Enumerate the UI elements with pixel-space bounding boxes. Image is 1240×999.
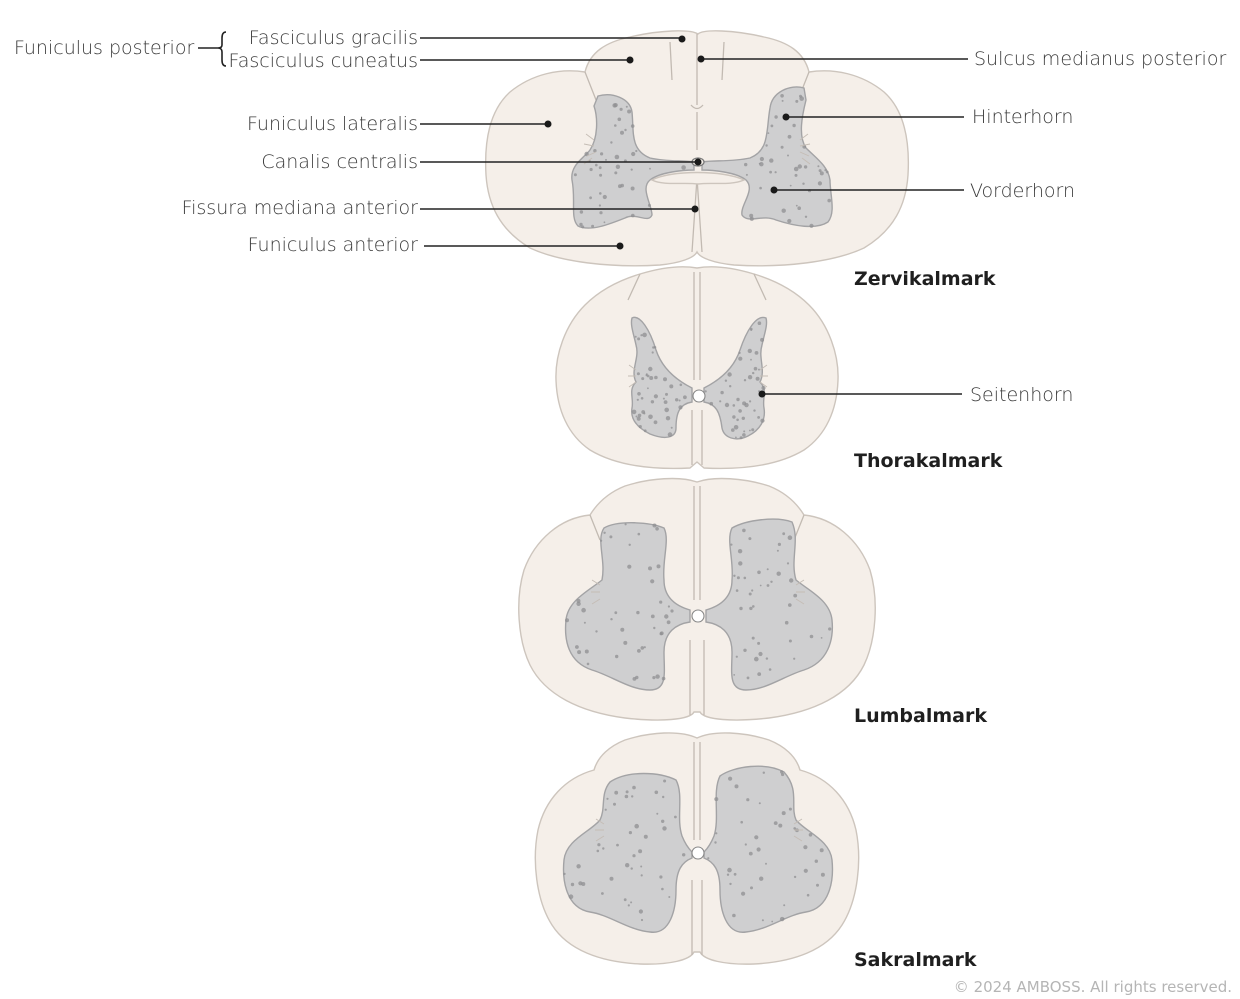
dot-fasciculus-cuneatus xyxy=(626,56,634,64)
lumbar-section xyxy=(518,477,876,721)
sacral-anterior-fissure xyxy=(691,880,703,955)
lumbar-central-canal xyxy=(691,609,705,623)
grey-matter-speckles xyxy=(744,94,831,228)
thoracic-root-fibres xyxy=(628,364,768,388)
sacral-central-canal xyxy=(691,846,705,860)
cervical-section xyxy=(484,30,910,267)
cervical-anterior-fissure xyxy=(691,177,703,253)
dot-fissura-mediana-anterior xyxy=(691,205,699,213)
section-title-sakral: Sakralmark xyxy=(854,949,977,971)
section-title-zervikal: Zervikalmark xyxy=(854,268,996,290)
sacral-root-fibres xyxy=(595,818,803,842)
label-funiculus-anterior: Funiculus anterior xyxy=(248,234,419,256)
sacral-section xyxy=(534,732,860,965)
cervical-grey-matter-right xyxy=(701,86,833,228)
dot-seitenhorn xyxy=(758,390,766,398)
lumbar-root-fibres xyxy=(591,579,805,605)
label-funiculus-lateralis: Funiculus lateralis xyxy=(247,113,418,135)
dot-fasciculus-gracilis xyxy=(678,35,686,43)
cervical-posterior-septum xyxy=(690,34,704,150)
thoracic-white-matter xyxy=(555,266,839,470)
labels: Funiculus posterior Fasciculus gracilis … xyxy=(14,27,1232,996)
label-seitenhorn: Seitenhorn xyxy=(970,384,1073,406)
thoracic-anterior-fissure xyxy=(691,410,703,465)
leader-lines xyxy=(198,31,968,398)
thoracic-posterior-septum xyxy=(693,272,701,380)
label-vorderhorn: Vorderhorn xyxy=(970,180,1075,202)
label-fasciculus-cuneatus: Fasciculus cuneatus xyxy=(229,50,418,72)
cervical-root-fibres xyxy=(583,133,811,165)
dot-sulcus-medianus-posterior xyxy=(697,55,705,63)
dot-hinterhorn xyxy=(782,113,790,121)
dot-funiculus-lateralis xyxy=(544,120,552,128)
section-title-lumbal: Lumbalmark xyxy=(854,705,987,727)
section-title-thorakal: Thorakalmark xyxy=(854,450,1003,472)
grey-matter-speckles xyxy=(707,770,825,923)
thoracic-section xyxy=(555,266,839,470)
grey-matter-speckles xyxy=(631,332,687,437)
dot-funiculus-anterior xyxy=(616,242,624,250)
thoracic-grey-matter-left xyxy=(630,316,693,439)
thoracic-posterior-lines xyxy=(627,273,767,301)
label-hinterhorn: Hinterhorn xyxy=(972,106,1073,128)
grey-matter-speckles xyxy=(565,523,674,681)
copyright-notice: © 2024 AMBOSS. All rights reserved. xyxy=(954,978,1232,996)
dot-canalis-centralis xyxy=(694,158,702,166)
thoracic-grey-matter-right xyxy=(703,316,768,440)
label-fissura-mediana-anterior: Fissura mediana anterior xyxy=(182,197,419,219)
label-funiculus-posterior: Funiculus posterior xyxy=(14,37,194,59)
sacral-posterior-septum xyxy=(693,742,701,840)
sacral-grey-matter-right xyxy=(703,765,834,933)
label-canalis-centralis: Canalis centralis xyxy=(261,151,418,173)
lumbar-grey-matter-right xyxy=(705,518,834,691)
label-fasciculus-gracilis: Fasciculus gracilis xyxy=(249,27,418,49)
funiculus-posterior-bracket xyxy=(198,31,227,67)
dot-vorderhorn xyxy=(770,186,778,194)
cervical-commissure xyxy=(650,171,746,185)
lumbar-anterior-fissure xyxy=(689,640,705,715)
grey-matter-speckles xyxy=(563,779,686,922)
thoracic-central-canal xyxy=(692,389,706,403)
grey-matter-speckles xyxy=(730,528,832,680)
label-sulcus-medianus-posterior: Sulcus medianus posterior xyxy=(974,48,1226,70)
lumbar-posterior-septum xyxy=(693,486,701,600)
grey-matter-speckles xyxy=(704,321,766,440)
sacral-grey-matter-left xyxy=(562,772,693,933)
